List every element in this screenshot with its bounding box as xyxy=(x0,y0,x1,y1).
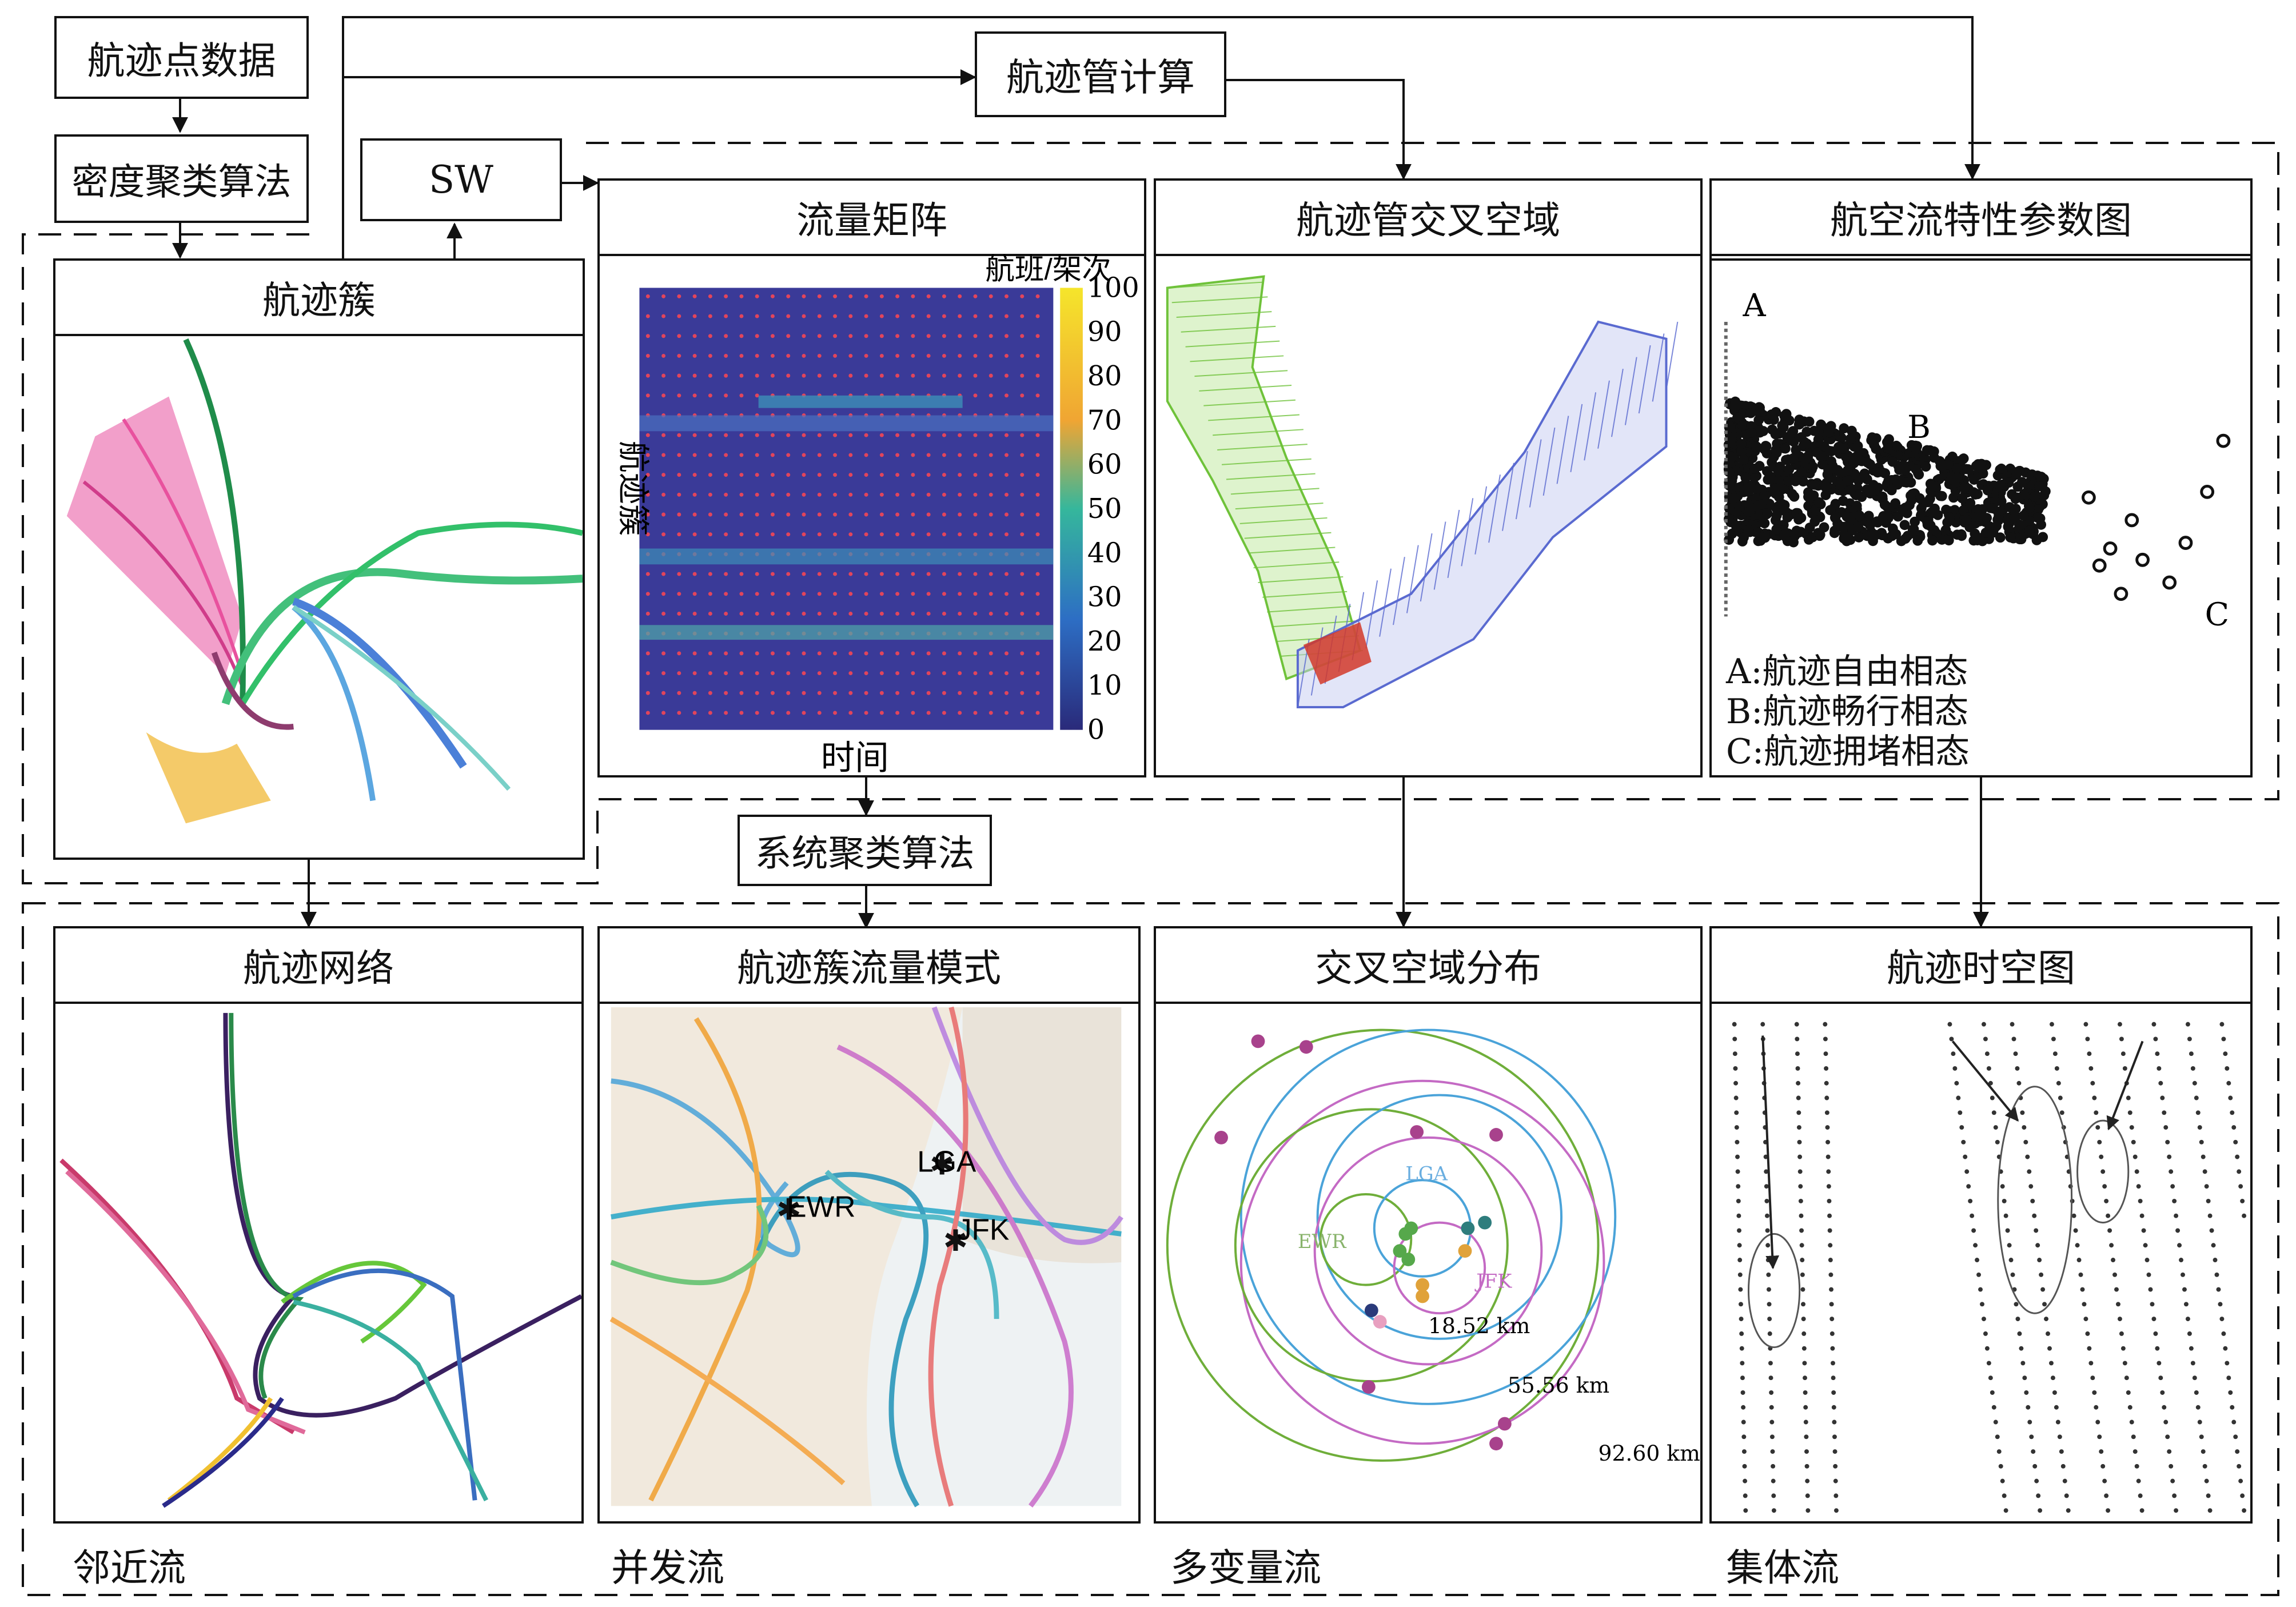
airport-ewr: EWR xyxy=(787,1190,855,1223)
airport-label-lga: LGA xyxy=(1405,1162,1448,1185)
panel-title: 航迹网络 xyxy=(55,928,581,1004)
colorbar-tick: 30 xyxy=(1087,582,1122,613)
legend-c: C:航迹拥堵相态 xyxy=(1726,732,1970,772)
colorbar-tick: 60 xyxy=(1087,449,1122,481)
radius-label-1: 18.52 km xyxy=(1428,1313,1530,1338)
dashed-region-top xyxy=(22,142,2279,884)
panel-track-network: 航迹网络 邻近流 xyxy=(53,926,584,1590)
legend-b: B:航迹畅行相态 xyxy=(1726,692,1969,732)
airport-label-jfk: JFK xyxy=(1474,1270,1512,1293)
colorbar-tick: 90 xyxy=(1087,317,1122,348)
mark-c: C xyxy=(2205,596,2229,633)
radius-label-2: 55.56 km xyxy=(1508,1373,1609,1398)
colorbar-tick: 0 xyxy=(1087,715,1105,746)
track-network-plot xyxy=(59,1012,581,1508)
panel-tube-airspace: 航迹管交叉空域 xyxy=(1154,178,1703,777)
density-clustering-box: 密度聚类算法 xyxy=(54,134,309,223)
panel-title: 航迹时空图 xyxy=(1712,928,2250,1004)
colorbar-tick: 40 xyxy=(1087,537,1122,569)
mark-a: A xyxy=(1743,287,1767,324)
airport-lga: LGA xyxy=(917,1145,976,1178)
caption-concurrent-flow: 并发流 xyxy=(611,1546,724,1590)
panel-track-cluster: 航迹簇 xyxy=(53,258,585,860)
sw-box: SW xyxy=(360,138,562,221)
colorbar-tick: 80 xyxy=(1087,361,1122,392)
panel-spacetime: 航迹时空图 集体流 xyxy=(1709,926,2253,1590)
heatmap-cells xyxy=(645,294,1040,715)
airport-jfk: JFK xyxy=(957,1213,1010,1246)
tube-green xyxy=(1166,275,1362,681)
mark-b: B xyxy=(1907,409,1931,446)
caption-multivariate-flow: 多变量流 xyxy=(1170,1546,1321,1590)
track-cluster-plot xyxy=(66,338,583,824)
track-points-label: 航迹点数据 xyxy=(87,38,276,83)
panel-title: 交叉空域分布 xyxy=(1156,928,1700,1004)
panel-title: 航迹簇 xyxy=(55,261,583,336)
spacetime-plot xyxy=(1732,1022,2247,1513)
airport-label-ewr: EWR xyxy=(1298,1230,1347,1253)
matrix-ylabel: 航迹簇 xyxy=(615,441,652,536)
tube-airspace-plot xyxy=(1166,275,1679,709)
panel-param-chart: 航空流特性参数图 A B C A:航迹自由相态 B:航迹畅行相态 C:航迹拥堵相… xyxy=(1709,178,2253,777)
matrix-xlabel: 时间 xyxy=(821,739,889,775)
param-scatter: A B C xyxy=(1723,287,2231,633)
svg-text:✱: ✱ xyxy=(943,1224,968,1258)
colorbar-tick: 10 xyxy=(1087,670,1122,701)
track-points-box: 航迹点数据 xyxy=(54,16,309,99)
panel-cluster-flow-pattern: 航迹簇流量模式 ✱ LGA ✱ EWR ✱ JFK xyxy=(597,926,1141,1590)
colorbar-tick: 50 xyxy=(1087,493,1122,525)
svg-text:✱: ✱ xyxy=(776,1193,801,1227)
panel-cross-distribution: 交叉空域分布 LGA EWR JFK 18.52 km 55.56 km 92.… xyxy=(1154,926,1703,1590)
panel-title: 航迹管交叉空域 xyxy=(1156,181,1700,256)
panel-title: 航空流特性参数图 xyxy=(1712,181,2250,261)
legend-a: A:航迹自由相态 xyxy=(1726,652,1968,692)
panel-title: 航迹簇流量模式 xyxy=(600,928,1138,1004)
panel-title: 流量矩阵 xyxy=(600,181,1144,256)
tube-intersection xyxy=(1303,622,1372,685)
caption-adjacent-flow: 邻近流 xyxy=(73,1546,186,1590)
heatmap xyxy=(639,288,1054,730)
dashed-region-bottom xyxy=(22,902,2279,1596)
colorbar-tick: 70 xyxy=(1087,405,1122,436)
tube-calc-box: 航迹管计算 xyxy=(975,31,1226,117)
density-clustering-label: 密度聚类算法 xyxy=(71,161,292,204)
flow-pattern-map: ✱ LGA ✱ EWR ✱ JFK xyxy=(609,1006,1123,1508)
colorbar xyxy=(1060,288,1083,730)
cross-distribution-plot: LGA EWR JFK 18.52 km 55.56 km 92.60 km xyxy=(1166,1028,1700,1466)
colorbar-tick: 20 xyxy=(1087,626,1122,657)
colorbar-title: 航班/架次 xyxy=(985,254,1111,286)
sw-label: SW xyxy=(428,158,494,202)
colorbar-tick: 100 xyxy=(1087,272,1139,304)
system-clustering-label: 系统聚类算法 xyxy=(755,832,975,875)
svg-text:✱: ✱ xyxy=(930,1147,954,1181)
tube-calc-label: 航迹管计算 xyxy=(1006,55,1195,99)
radius-label-3: 92.60 km xyxy=(1599,1441,1700,1466)
caption-collective-flow: 集体流 xyxy=(1726,1546,1839,1590)
system-clustering-box: 系统聚类算法 xyxy=(738,815,992,886)
